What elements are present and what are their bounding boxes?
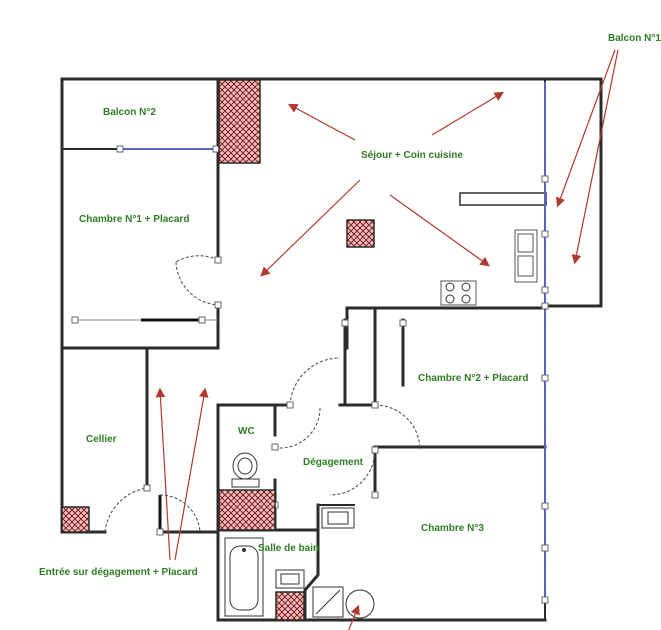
label-wc: WC: [238, 426, 255, 437]
label-sdb: Salle de bain: [258, 543, 319, 554]
toilet-icon: [231, 452, 260, 488]
fixtures: [224, 229, 538, 619]
windows: [75, 82, 546, 600]
hob-icon: [440, 280, 477, 306]
label-degagement: Dégagement: [303, 457, 364, 468]
room-labels: Balcon N°1 Balcon N°2 Séjour + Coin cuis…: [39, 33, 661, 578]
arrows: [155, 49, 619, 630]
kitchen-sink-icon: [514, 229, 538, 283]
washbasin-icon: [275, 569, 305, 589]
label-cellier: Cellier: [86, 434, 117, 445]
label-entree: Entrée sur dégagement + Placard: [39, 567, 198, 578]
label-sejour: Séjour + Coin cuisine: [361, 150, 463, 161]
label-balcon2: Balcon N°2: [103, 107, 156, 118]
bathtub-icon: [224, 537, 264, 617]
label-chambre3: Chambre N°3: [421, 523, 484, 534]
washbasin-icon: [321, 507, 355, 529]
washing-machine-icon: [312, 586, 344, 618]
ducts: [61, 79, 375, 621]
wall-nodes: [71, 145, 549, 604]
label-balcon1: Balcon N°1: [608, 33, 661, 44]
water-heater-icon: [345, 589, 375, 619]
label-chambre2: Chambre N°2 + Placard: [418, 373, 528, 384]
label-chambre1: Chambre N°1 + Placard: [79, 214, 189, 225]
walls: [60, 77, 603, 622]
